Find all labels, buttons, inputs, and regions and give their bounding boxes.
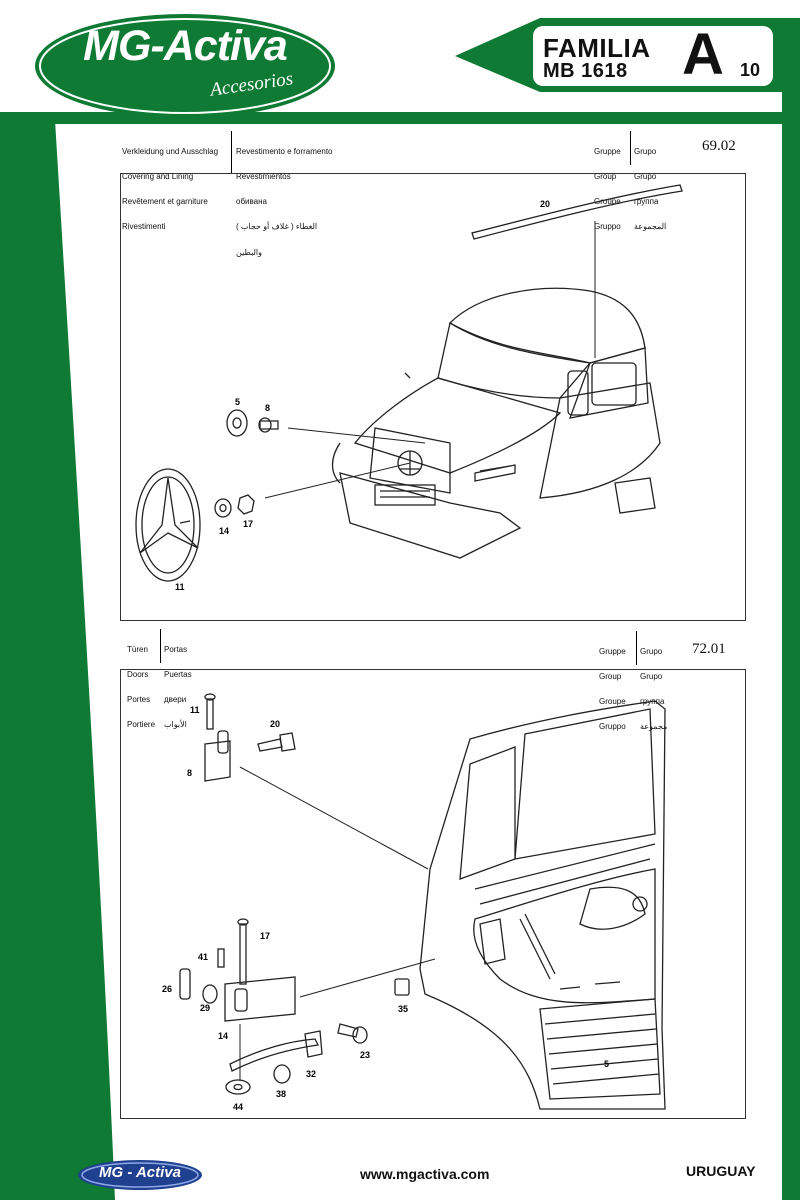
callout-5: 5 (235, 397, 240, 407)
cab-exploded-diagram: 20 5 8 14 17 11 (135, 184, 683, 592)
roof-strip (471, 184, 683, 240)
callout-23: 23 (360, 1050, 370, 1060)
callout-14: 14 (219, 526, 229, 536)
callout-11: 11 (175, 582, 185, 592)
cab-hood (353, 377, 562, 474)
brand-logo-text: MG-Activa (83, 22, 288, 70)
door-window (514, 708, 656, 860)
hinge-lower (224, 976, 296, 1022)
family-label: FAMILIA (543, 33, 651, 63)
door-frame (419, 700, 666, 1110)
footer-website-link[interactable]: www.mgactiva.com (360, 1166, 490, 1182)
callout-5: 5 (604, 1059, 609, 1069)
section2-group-left: Gruppe Group Groupe Gruppo (599, 646, 626, 732)
star-emblem (135, 468, 201, 582)
callout-17: 17 (243, 519, 253, 529)
cab-step (614, 477, 656, 514)
family-number: 10 (740, 60, 761, 80)
cab-bumper (339, 472, 522, 559)
section1-titles-left: Verkleidung und Ausschlag Covering and L… (122, 146, 219, 232)
callout-26: 26 (162, 984, 172, 994)
door-inner-panel (473, 868, 656, 1004)
cab-grille (369, 427, 451, 494)
header-band (0, 112, 800, 124)
footer-logo-text: MG - Activa (99, 1164, 181, 1181)
cab-door (539, 382, 661, 499)
callout-20: 20 (540, 199, 550, 209)
callout-41: 41 (198, 952, 208, 962)
callout-8: 8 (265, 403, 270, 413)
diagram-panel-doors (120, 669, 746, 1119)
callout-11: 11 (190, 705, 200, 715)
cab-roof (448, 287, 646, 364)
section2-titles-right: Portas Puertas двери الأبواب (164, 644, 192, 730)
hinge-upper (204, 740, 231, 782)
family-plaque-inner (533, 26, 773, 86)
brand-logo-oval (35, 14, 335, 118)
left-green-band (0, 120, 115, 1200)
family-letter: A (682, 22, 724, 87)
callout-14: 14 (218, 1031, 228, 1041)
section2-titles-left: Türen Doors Portes Portiere (127, 644, 156, 730)
callout-8: 8 (187, 768, 192, 778)
cab-side-window (568, 347, 649, 419)
section1-group-left: Gruppe Group Groupe Gruppo (594, 146, 621, 232)
right-green-edge (782, 18, 800, 1200)
cab-windshield (437, 321, 592, 399)
section1-titles-right: Revestimento e forramento Revestimientos… (236, 146, 333, 257)
section2-group-number: 72.01 (692, 641, 726, 657)
callout-38: 38 (276, 1089, 286, 1099)
callout-44: 44 (233, 1102, 243, 1112)
callout-32: 32 (306, 1069, 316, 1079)
section1-group-number: 69.02 (702, 138, 736, 154)
door-lower-grille (539, 998, 661, 1100)
diagram-panel-covering (120, 173, 746, 621)
section1-group-right: Grupo Grupo группа المجموعة (634, 146, 667, 232)
callout-35: 35 (398, 1004, 408, 1014)
callout-20: 20 (270, 719, 280, 729)
footer-logo-oval (78, 1160, 202, 1190)
footer-country: URUGUAY (686, 1163, 756, 1179)
callout-29: 29 (200, 1003, 210, 1013)
callout-17: 17 (260, 931, 270, 941)
family-model: MB 1618 (543, 60, 628, 82)
door-exploded-diagram: 11 20 8 17 41 26 29 14 35 23 32 38 44 5 (162, 693, 666, 1112)
